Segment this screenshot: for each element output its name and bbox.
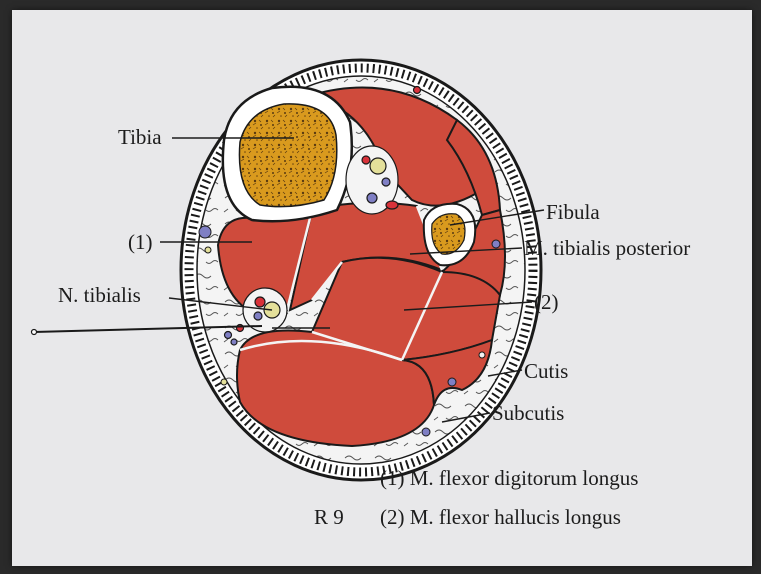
label-subcutis: Subcutis (492, 401, 564, 425)
pointer-needle-tip (32, 330, 37, 335)
label-m-tibialis-posterior: M. tibialis posterior (524, 236, 690, 260)
label-tibia: Tibia (118, 125, 162, 149)
label-muscle-2: (2) (534, 290, 559, 314)
label-muscle-1: (1) (128, 230, 153, 254)
plate-number: R 9 (314, 505, 344, 530)
page: Tibia Fibula (1) M. tibialis posterior N… (12, 10, 752, 566)
legend-item-2: (2) M. flexor hallucis longus (380, 505, 621, 530)
label-n-tibialis: N. tibialis (58, 283, 141, 307)
tibia-marrow (239, 104, 336, 207)
label-fibula: Fibula (546, 200, 600, 224)
legend-item-1: (1) M. flexor digitorum longus (380, 466, 638, 491)
label-cutis: Cutis (524, 359, 568, 383)
